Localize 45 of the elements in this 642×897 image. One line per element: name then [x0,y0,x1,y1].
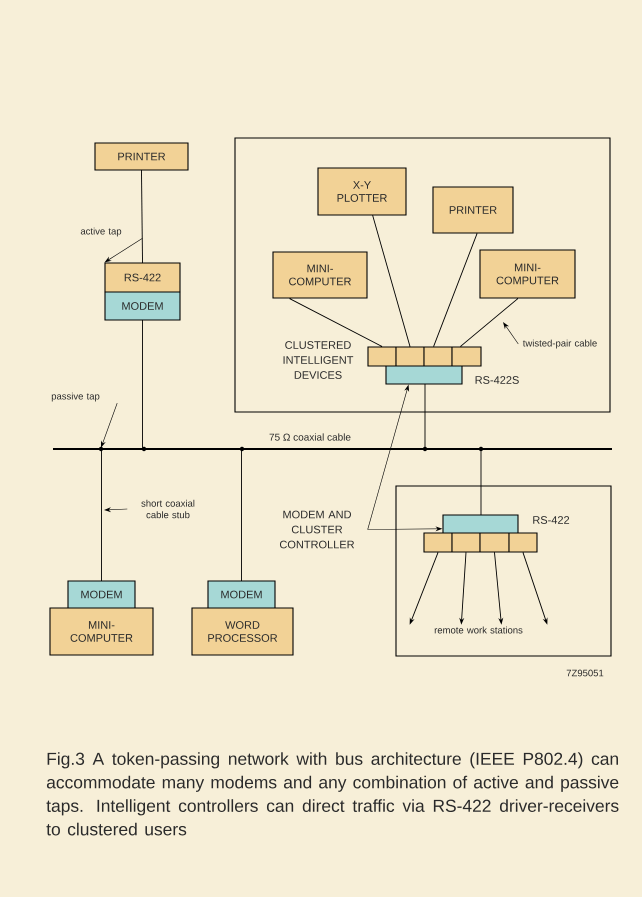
cable-label: 75 Ω coaxial cable [270,433,351,441]
connector-line [433,233,478,347]
caption: Fig.3 A token-passing network with bus architecture (IEEE P802.4) can accommodate many modems and any combination of active and passive taps. Intelligent controllers can direct traffic via RS-422 driver-receivers to clustered users [46,752,618,836]
annotation-text: remote work stations [434,626,522,634]
connector-line [424,384,426,448]
port-cell [423,346,453,367]
leader-line [503,322,519,344]
text-label: 7Z95051 [566,670,604,676]
connector-line [289,298,382,347]
annotation-text: short coaxial cable stub [141,500,194,518]
modem-box: MODEM [207,580,276,609]
annotation-text: passive tap [52,392,100,402]
device-box: PRINTER [432,186,514,234]
interface-box: RS-422 [104,262,181,293]
annotation-text: twisted-pair cable [522,340,597,348]
text-label: RS-422S [476,376,519,384]
port-cell [479,532,510,553]
modem-box [442,514,519,534]
connector-line [101,450,102,581]
device-box: MINI- COMPUTER [479,249,576,299]
port-cell [367,346,397,367]
connector-line [460,298,518,347]
group-label: CLUSTERED INTELLIGENT DEVICES [284,341,354,379]
device-box: PRINTER [94,142,189,171]
remote-frame [395,485,612,657]
device-box: X-Y PLOTTER [317,167,407,216]
modem-box: MODEM [67,580,136,609]
port-cell [395,346,425,367]
connector-line [142,320,143,448]
connector-line [241,450,242,581]
annotation-text: MODEM AND CLUSTER CONTROLLER [280,510,354,548]
port-cell [451,346,482,367]
device-box: WORD PROCESSOR [191,607,294,656]
modem-box [385,365,463,385]
text-label: RS-422 [533,516,570,524]
connector-line [372,215,410,347]
device-box: MINI- COMPUTER [272,251,368,299]
annotation-text: active tap [80,228,122,236]
modem-box: MODEM [104,291,181,321]
connector-line [141,170,143,263]
connector-line [480,450,482,515]
port-cell [451,532,481,553]
device-box: MINI- COMPUTER [49,607,154,656]
port-cell [423,532,453,553]
port-cell [508,532,538,553]
